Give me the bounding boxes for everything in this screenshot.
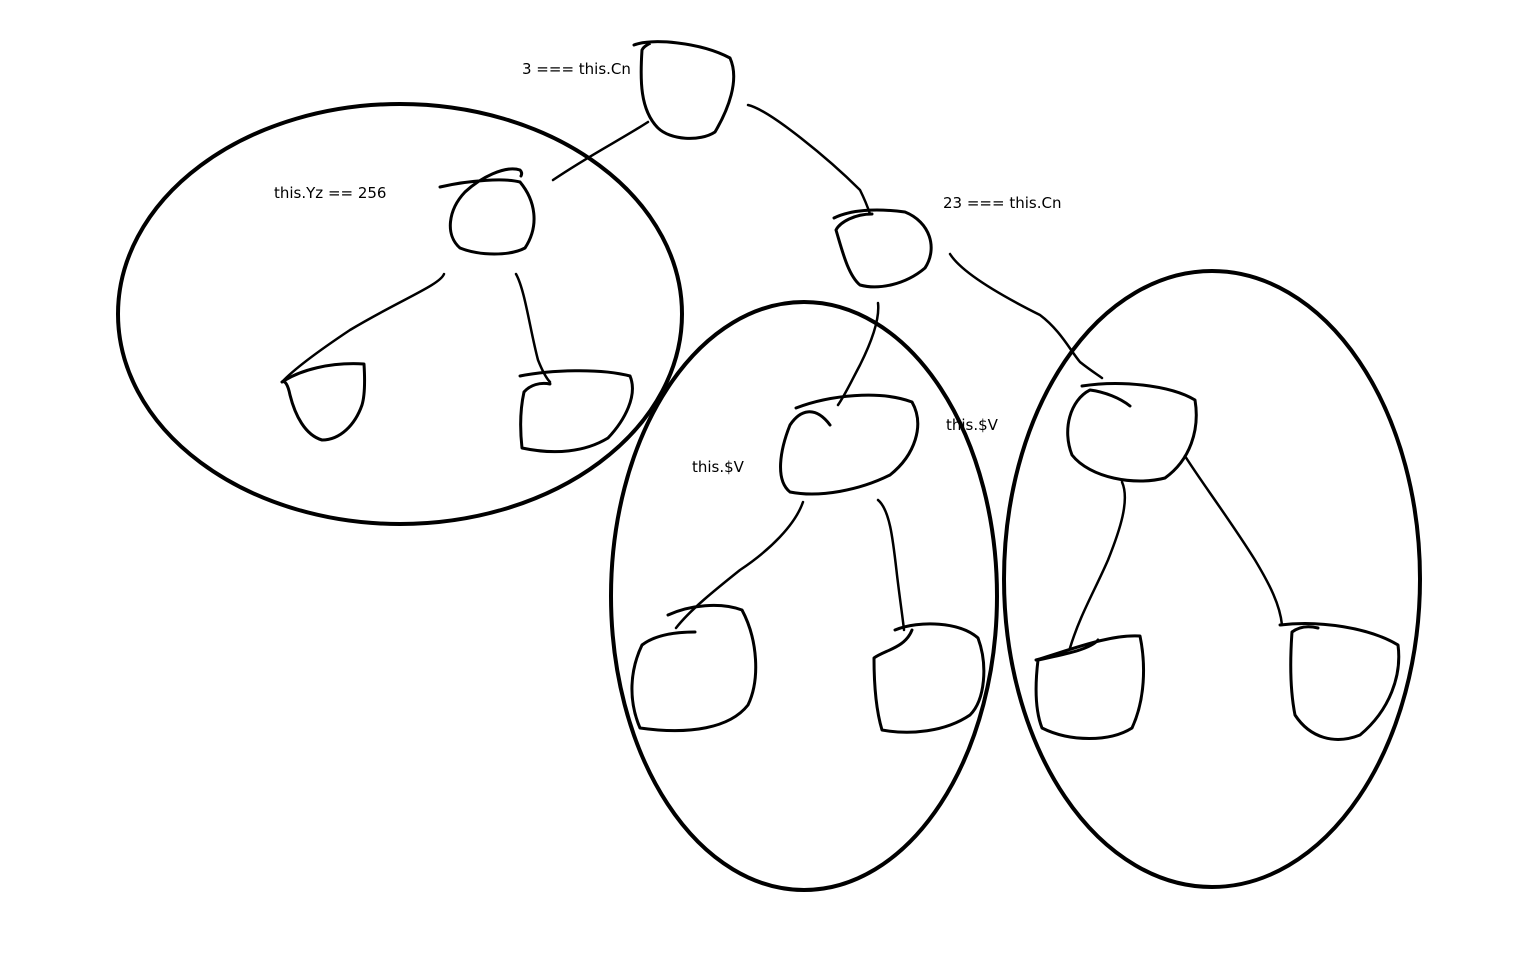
middle-left-leaf bbox=[630, 604, 758, 733]
right-subtree-label: this.$V bbox=[946, 416, 998, 434]
middle-parent-node bbox=[779, 393, 920, 496]
edge-middle-parent-left bbox=[674, 500, 805, 630]
edge-root-right bbox=[746, 103, 872, 216]
right-right-leaf bbox=[1278, 622, 1401, 741]
middle-subtree-label: this.$V bbox=[692, 458, 744, 476]
root-condition-label: 3 === this.Cn bbox=[522, 60, 631, 78]
edge-middle-parent-right bbox=[876, 498, 906, 632]
left-right-leaf bbox=[518, 369, 634, 454]
right-child-condition-label: 23 === this.Cn bbox=[943, 194, 1062, 212]
middle-right-leaf bbox=[872, 622, 986, 734]
left-subtree-ellipse bbox=[116, 102, 684, 526]
left-parent-node bbox=[438, 167, 536, 256]
edge-right-child-left bbox=[836, 301, 880, 407]
edge-right-child-right bbox=[948, 252, 1104, 380]
edge-root-left bbox=[551, 120, 650, 182]
edge-left-parent-left bbox=[280, 272, 446, 384]
edge-right-parent-right bbox=[1183, 454, 1284, 627]
right-subtree-ellipse bbox=[1002, 269, 1422, 889]
right-child-node bbox=[832, 208, 933, 289]
right-left-leaf bbox=[1034, 634, 1146, 740]
left-subtree-label: this.Yz == 256 bbox=[274, 184, 387, 202]
edge-right-parent-left bbox=[1068, 480, 1127, 650]
edge-left-parent-right bbox=[514, 272, 552, 384]
middle-subtree-ellipse bbox=[609, 300, 999, 892]
left-left-leaf bbox=[280, 362, 367, 442]
root-node bbox=[632, 40, 736, 140]
right-parent-node bbox=[1066, 382, 1198, 483]
